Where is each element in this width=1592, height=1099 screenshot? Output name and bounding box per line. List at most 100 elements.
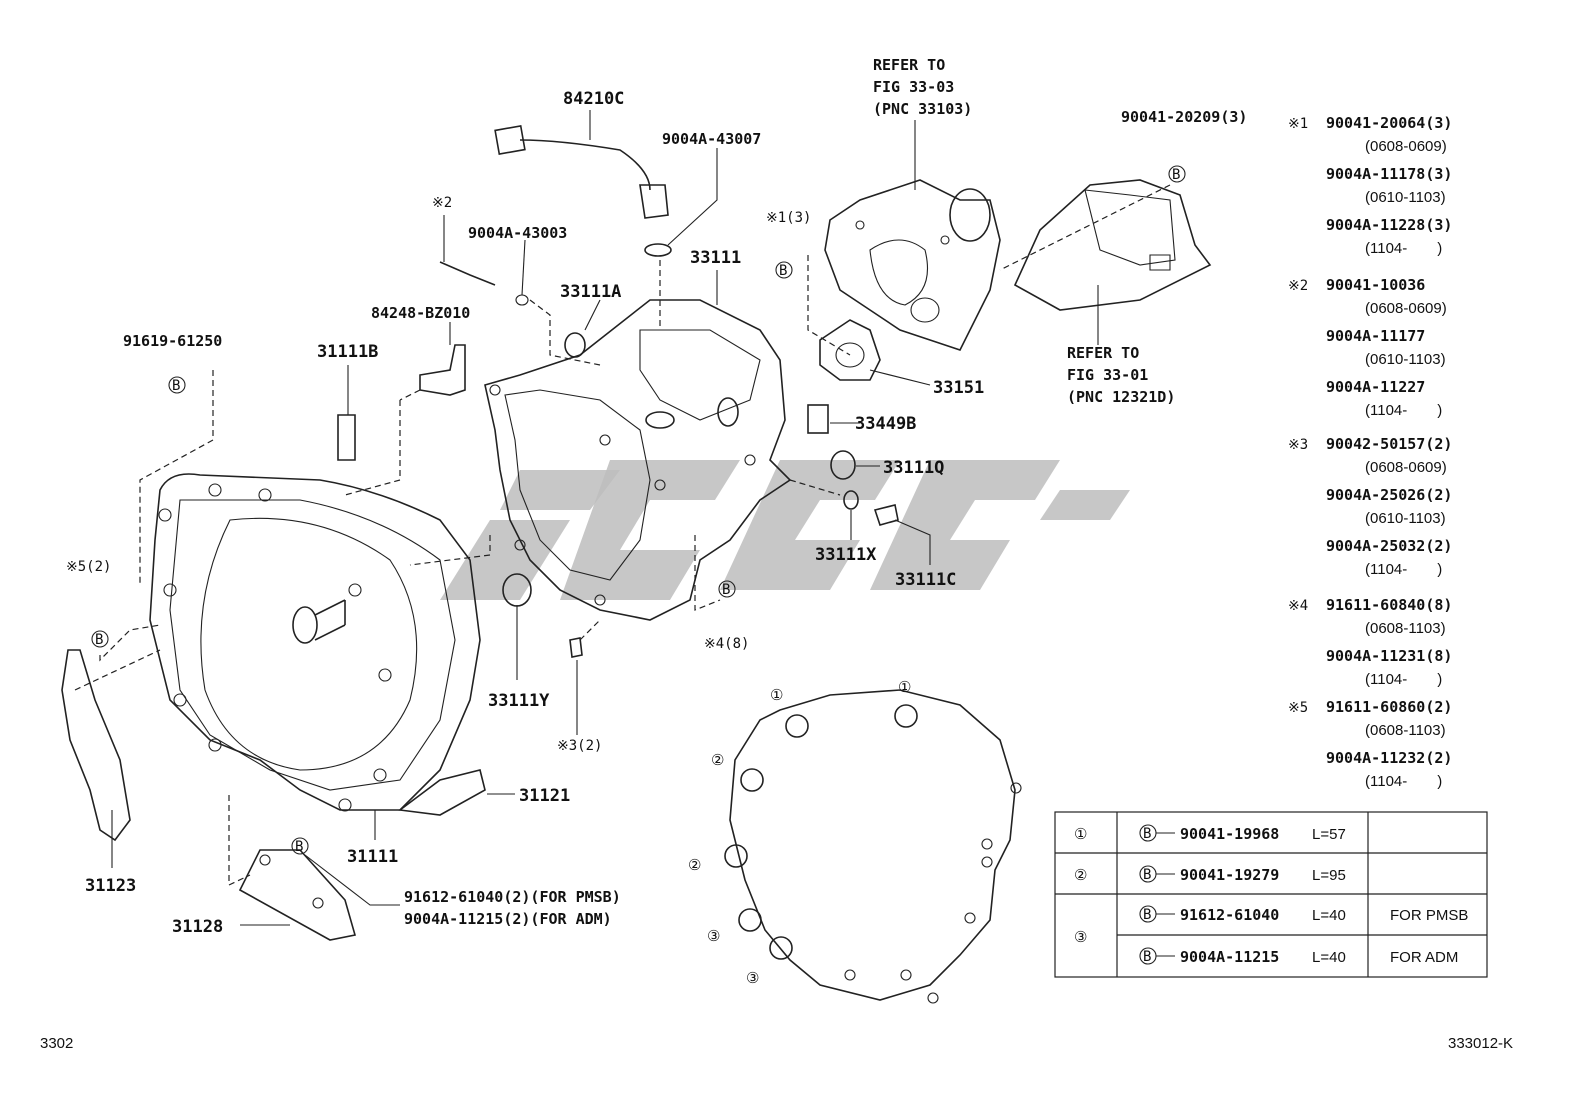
note-mark: ※4 <box>1288 598 1308 614</box>
label-9004A-11215-adm: 9004A-11215(2)(FOR ADM) <box>404 910 612 928</box>
table-row-note: FOR ADM <box>1390 949 1458 966</box>
svg-text:B: B <box>722 582 730 598</box>
label-note1: ※1(3) <box>766 210 811 226</box>
svg-text:B: B <box>779 263 787 279</box>
washer-33111X <box>843 490 859 510</box>
label-84248-BZ010: 84248-BZ010 <box>371 304 470 322</box>
plug-33111C <box>873 504 899 526</box>
table-row-length: L=40 <box>1312 907 1346 924</box>
gasket-position-labels: ① ① ② ② ③ ③ <box>688 679 911 987</box>
table-row-mark: B <box>1143 907 1151 923</box>
solid-leader-lines <box>111 110 1099 926</box>
note-date-range: (1104- ) <box>1365 671 1442 688</box>
gasket-bolt-2b <box>724 844 748 868</box>
label-refer2-line1: REFER TO <box>1067 344 1139 362</box>
label-90041-20209: 90041-20209(3) <box>1121 108 1247 126</box>
seal-33111Q <box>830 450 856 480</box>
circle-b-icon: B <box>291 837 309 855</box>
label-91619-61250: 91619-61250 <box>123 332 222 350</box>
footer-figure-code: 333012-K <box>1448 1035 1513 1052</box>
bolt-9004A-43003 <box>439 261 529 306</box>
svg-text:B: B <box>95 632 103 648</box>
note-mark: ※2 <box>1288 278 1308 294</box>
note-date-range: (0610-1103) <box>1365 351 1446 368</box>
label-31128: 31128 <box>172 917 223 937</box>
note-part-number: 9004A-25032(2) <box>1326 537 1452 555</box>
pin-note3 <box>569 637 583 658</box>
label-note5: ※5(2) <box>66 559 111 575</box>
circle-b-icon: B <box>1168 165 1186 183</box>
label-33111X: 33111X <box>815 545 877 565</box>
note-date-range: (1104- ) <box>1365 561 1442 578</box>
table-row-part: 91612-61040 <box>1180 906 1279 924</box>
circle-b-icon: B <box>91 630 109 648</box>
svg-text:B: B <box>172 378 180 394</box>
footer-page-id: 3302 <box>40 1035 73 1052</box>
circle-b-markers: B B B B B B <box>91 165 1186 855</box>
note-mark: ※3 <box>1288 437 1308 453</box>
gasket-bolt-2a <box>740 768 764 792</box>
label-33111Y: 33111Y <box>488 691 550 711</box>
table-row-mark: B <box>1143 826 1151 842</box>
note-part-number: 9004A-11228(3) <box>1326 216 1452 234</box>
gasket-label-3a: ③ <box>707 928 720 945</box>
gasket-label-2b: ② <box>688 857 701 874</box>
table-row-key: ② <box>1074 867 1087 884</box>
circle-b-icon: B <box>775 261 793 279</box>
label-91612-61040-pmsb: 91612-61040(2)(FOR PMSB) <box>404 888 621 906</box>
transmission-case-31111 <box>149 473 481 812</box>
note-mark: ※1 <box>1288 116 1308 132</box>
table-row-key: ① <box>1074 826 1087 843</box>
table-row-part: 9004A-11215 <box>1180 948 1279 966</box>
plate-31123 <box>61 649 131 842</box>
circle-b-icon: B <box>168 376 186 394</box>
table-row-part: 90041-19279 <box>1180 866 1279 884</box>
gasket-label-2a: ② <box>711 752 724 769</box>
note-date-range: (0608-1103) <box>1365 620 1446 637</box>
label-33111A: 33111A <box>560 282 621 302</box>
table-row-length: L=95 <box>1312 867 1346 884</box>
label-33111C: 33111C <box>895 570 956 590</box>
gasket-bolt-3a <box>738 908 762 932</box>
note-part-number: 90041-10036 <box>1326 276 1425 294</box>
table-row-mark: B <box>1143 949 1151 965</box>
table-row-length: L=40 <box>1312 949 1346 966</box>
note-date-range: (0610-1103) <box>1365 189 1446 206</box>
label-9004A-43003: 9004A-43003 <box>468 224 567 242</box>
label-31121: 31121 <box>519 786 570 806</box>
note-date-range: (1104- ) <box>1365 402 1442 419</box>
label-84210C: 84210C <box>563 89 624 109</box>
note-date-range: (1104- ) <box>1365 773 1442 790</box>
note-date-range: (0610-1103) <box>1365 510 1446 527</box>
note-part-number: 90042-50157(2) <box>1326 435 1452 453</box>
svg-text:B: B <box>295 839 303 855</box>
label-33111: 33111 <box>690 248 741 268</box>
gasket-label-3b: ③ <box>746 970 759 987</box>
label-31111: 31111 <box>347 847 398 867</box>
note-part-number: 90041-20064(3) <box>1326 114 1452 132</box>
gasket-label-1b: ① <box>898 679 911 696</box>
label-31123: 31123 <box>85 876 136 896</box>
note-part-number: 9004A-25026(2) <box>1326 486 1452 504</box>
label-note3: ※3(2) <box>557 738 602 754</box>
gasket-outline <box>724 689 1022 1004</box>
table-row-key: ③ <box>1074 929 1087 946</box>
label-33449B: 33449B <box>855 414 916 434</box>
note-part-number: 9004A-11178(3) <box>1326 165 1452 183</box>
label-note2: ※2 <box>432 195 452 211</box>
gasket-bolt-1a <box>785 714 809 738</box>
note-date-range: (1104- ) <box>1365 240 1442 257</box>
vent-33449B <box>807 404 829 434</box>
note-part-number: 91611-60860(2) <box>1326 698 1452 716</box>
mount-bracket-refer-33-01 <box>1013 179 1212 311</box>
bracket-84248 <box>419 344 466 396</box>
svg-text:B: B <box>1172 167 1180 183</box>
label-33151: 33151 <box>933 378 984 398</box>
switch-31111B <box>337 414 356 461</box>
table-row-note: FOR PMSB <box>1390 907 1468 924</box>
note-part-number: 9004A-11232(2) <box>1326 749 1452 767</box>
harness-84210C <box>494 124 672 257</box>
table-row-part: 90041-19968 <box>1180 825 1279 843</box>
